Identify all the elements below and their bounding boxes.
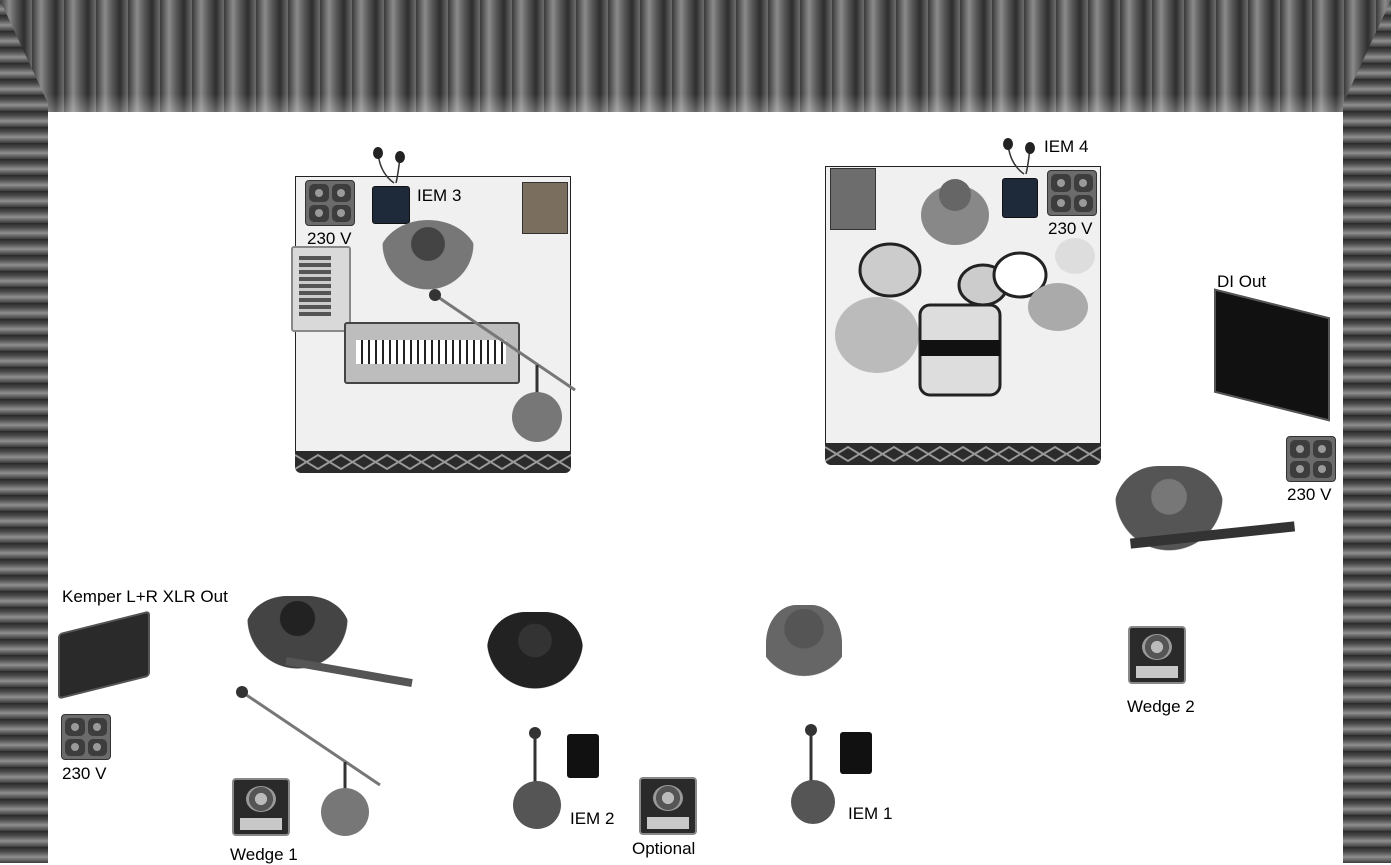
stagebox-icon — [522, 182, 568, 234]
power-outlet-guitar — [61, 714, 111, 760]
in-ear-monitor-icon — [370, 145, 410, 190]
mic-stand-vocal-1 — [786, 722, 846, 827]
vocalist-2 — [487, 612, 583, 707]
label-iem1: IEM 1 — [848, 804, 892, 824]
curtain-top — [0, 0, 1391, 112]
wireless-pack-2-icon — [567, 734, 599, 778]
drum-kit-icon — [835, 170, 1095, 405]
curtain-left — [0, 0, 48, 863]
label-optional: Optional — [632, 839, 695, 859]
label-iem3: IEM 3 — [417, 186, 461, 206]
label-kemper: Kemper L+R XLR Out — [62, 587, 228, 607]
iem-beltpack-icon — [372, 186, 410, 224]
vocalist-1 — [766, 605, 842, 700]
wedge-monitor-optional — [639, 777, 697, 835]
label-wedge2: Wedge 2 — [1127, 697, 1195, 717]
label-230v-guitar: 230 V — [62, 764, 106, 784]
label-di-out: DI Out — [1217, 272, 1266, 292]
bass-player — [1114, 466, 1224, 576]
drum-riser-truss — [825, 443, 1101, 465]
curtain-right — [1343, 0, 1391, 863]
label-iem2: IEM 2 — [570, 809, 614, 829]
bass-amp-icon — [1214, 289, 1330, 422]
label-wedge1: Wedge 1 — [230, 845, 298, 865]
wedge-monitor-2 — [1128, 626, 1186, 684]
laptop-icon — [291, 246, 351, 332]
power-outlet-bass — [1286, 436, 1336, 482]
kemper-amp-icon — [58, 611, 150, 700]
mic-stand-keys — [425, 285, 585, 445]
wireless-pack-1-icon — [840, 732, 872, 774]
keys-riser-truss — [295, 451, 571, 473]
label-iem4: IEM 4 — [1044, 137, 1088, 157]
wedge-monitor-1 — [232, 778, 290, 836]
mic-stand-vocal-2 — [510, 725, 570, 830]
label-230v-bass: 230 V — [1287, 485, 1331, 505]
power-outlet-keys — [305, 180, 355, 226]
